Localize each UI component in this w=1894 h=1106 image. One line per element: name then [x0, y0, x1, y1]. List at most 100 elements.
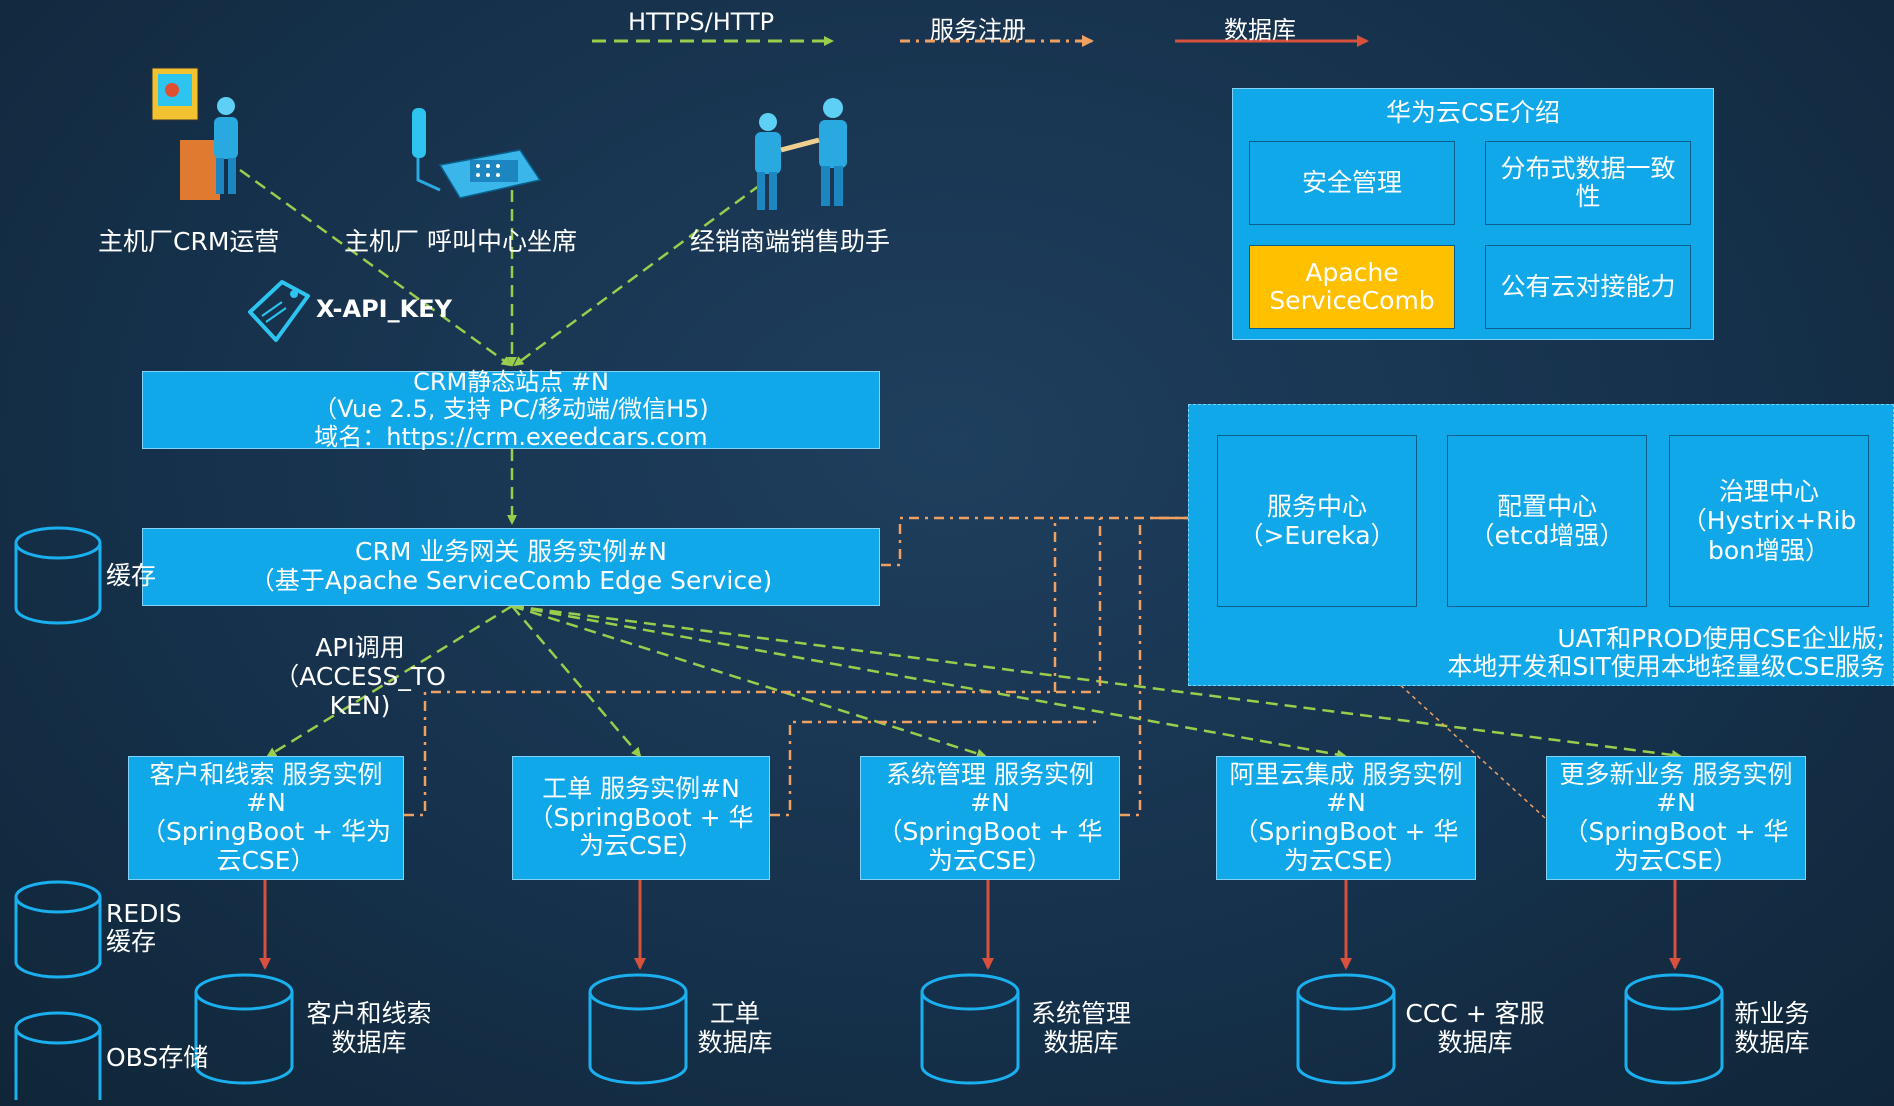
db-label-line1: 新业务	[1734, 999, 1810, 1028]
cylinders	[14, 526, 1724, 1100]
redis-label-1: REDIS	[106, 899, 182, 928]
service-box-new-business: 更多新业务 服务实例 #N （SpringBoot + 华 为云CSE）	[1546, 756, 1806, 880]
db-label-line1: CCC + 客服	[1405, 999, 1545, 1028]
crm-static-site-box: CRM静态站点 #N （Vue 2.5, 支持 PC/移动端/微信H5) 域名：…	[142, 367, 880, 451]
gov-center-line3: bon增强）	[1707, 535, 1830, 565]
cache-cylinder-icon	[14, 526, 102, 625]
crm-gateway-box: CRM 业务网关 服务实例#N （基于Apache ServiceComb Ed…	[142, 528, 880, 606]
service-line2: #N	[1326, 788, 1366, 818]
db-label-line2: 数据库	[697, 1027, 773, 1057]
cache-label: 缓存	[106, 561, 157, 590]
service-line1: 工单 服务实例#N	[542, 773, 740, 803]
db-label-line1: 工单	[709, 999, 760, 1028]
governance-center-box: 治理中心 （Hystrix+Rib bon增强）	[1669, 435, 1869, 607]
config-center-line2: （etcd增强）	[1469, 521, 1625, 550]
service-line3: （SpringBoot + 华为	[140, 817, 392, 846]
cse-apache-box: Apache ServiceComb	[1249, 245, 1455, 329]
cse-intro-title: 华为云CSE介绍	[1385, 98, 1561, 127]
gov-center-line2: （Hystrix+Rib	[1681, 506, 1857, 536]
config-center-line1: 配置中心	[1496, 491, 1597, 521]
service-box-aliyun: 阿里云集成 服务实例 #N （SpringBoot + 华 为云CSE）	[1216, 756, 1476, 880]
service-line2: #N	[1656, 788, 1696, 818]
service-line4: 为云CSE）	[1283, 845, 1409, 875]
service-line2: #N	[970, 788, 1010, 818]
service-line1: 客户和线索 服务实例	[149, 759, 383, 789]
service-line4: 为云CSE）	[927, 845, 1053, 875]
service-line3: （SpringBoot + 华	[1233, 817, 1459, 846]
service-center-line1: 服务中心	[1266, 491, 1367, 521]
legend-register-label: 服务注册	[930, 16, 1026, 44]
service-box-sysadmin: 系统管理 服务实例 #N （SpringBoot + 华 为云CSE）	[860, 756, 1120, 880]
db-label-ccc: CCC + 客服 数据库	[1400, 999, 1550, 1058]
flow-gw-svc3	[511, 604, 987, 759]
actor-call-center-label: 主机厂 呼叫中心坐席	[344, 227, 577, 256]
db-label-customer: 客户和线索 数据库	[296, 999, 442, 1058]
service-line4: 为云CSE）	[1613, 845, 1739, 875]
crm-ops-icon	[151, 67, 238, 200]
db-label-sysadmin: 系统管理 数据库	[1022, 999, 1140, 1058]
obs-cylinder-icon	[14, 1011, 102, 1100]
service-box-workorder: 工单 服务实例#N （SpringBoot + 华 为云CSE）	[512, 756, 770, 880]
gateway-line1: CRM 业务网关 服务实例#N	[355, 537, 667, 567]
flow-gw-svc5	[511, 604, 1682, 760]
registry-note: UAT和PROD使用CSE企业版; 本地开发和SIT使用本地轻量级CSE服务	[1447, 625, 1885, 680]
service-line2: （SpringBoot + 华	[528, 802, 754, 832]
db-cylinder-icon-2	[588, 973, 688, 1085]
service-line3: （SpringBoot + 华	[1563, 817, 1789, 846]
service-line2: #N	[246, 788, 286, 818]
static-site-line2: （Vue 2.5, 支持 PC/移动端/微信H5)	[313, 395, 709, 424]
db-label-line1: 系统管理	[1030, 999, 1131, 1028]
db-cylinder-icon-1	[194, 973, 294, 1085]
cse-security-label: 安全管理	[1301, 168, 1402, 197]
actor-crm-ops-label: 主机厂CRM运营	[98, 227, 280, 256]
registry-note-line1: UAT和PROD使用CSE企业版;	[1557, 624, 1885, 653]
flow-dealer	[513, 183, 761, 367]
gov-center-line1: 治理中心	[1718, 476, 1819, 506]
cse-consistency-label: 分布式数据一致性	[1500, 154, 1676, 211]
db-label-new-business: 新业务 数据库	[1726, 999, 1818, 1058]
service-center-box: 服务中心 （>Eureka）	[1217, 435, 1417, 607]
legend-db-label: 数据库	[1224, 16, 1296, 44]
db-label-line2: 数据库	[331, 1027, 407, 1057]
static-site-line1: CRM静态站点 #N	[413, 367, 609, 396]
cse-public-cloud-label: 公有云对接能力	[1500, 272, 1676, 301]
flow-gw-svc2	[511, 605, 642, 758]
obs-label: OBS存储	[106, 1043, 209, 1072]
service-box-customer: 客户和线索 服务实例 #N （SpringBoot + 华为 云CSE）	[128, 756, 404, 880]
db-cylinder-icon-3	[920, 973, 1020, 1085]
cse-registry-panel: 服务中心 （>Eureka） 配置中心 （etcd增强） 治理中心 （Hystr…	[1188, 404, 1894, 686]
cse-apache-line2: ServiceComb	[1269, 286, 1435, 315]
registry-note-line2: 本地开发和SIT使用本地轻量级CSE服务	[1447, 651, 1885, 681]
db-cylinder-icon-4	[1296, 973, 1396, 1085]
legend-https-label: HTTPS/HTTP	[628, 8, 775, 36]
db-label-line2: 数据库	[1437, 1027, 1513, 1057]
service-line1: 系统管理 服务实例	[886, 759, 1094, 789]
db-label-line2: 数据库	[1043, 1027, 1119, 1057]
static-site-line3: 域名：https://crm.exeedcars.com	[314, 422, 708, 451]
call-center-icon	[412, 108, 542, 199]
actor-dealer-label: 经销商端销售助手	[690, 227, 891, 256]
flow-gw-svc4	[511, 604, 1347, 760]
api-call-line2: （ACCESS_TO	[274, 661, 446, 691]
api-call-label: API调用 （ACCESS_TO KEN)	[270, 633, 450, 720]
cse-intro-panel: 华为云CSE介绍 安全管理 分布式数据一致性 Apache ServiceCom…	[1232, 88, 1714, 340]
service-line1: 更多新业务 服务实例	[1559, 759, 1793, 789]
service-line3: 为云CSE）	[578, 831, 704, 861]
dealer-handshake-icon	[755, 98, 847, 210]
api-key-tag-icon	[248, 280, 310, 342]
service-center-line2: （>Eureka）	[1238, 521, 1396, 550]
cse-security-box: 安全管理	[1249, 141, 1455, 225]
gateway-line2: （基于Apache ServiceComb Edge Service)	[249, 566, 773, 595]
registration-lines	[404, 516, 1210, 817]
service-line3: （SpringBoot + 华	[877, 817, 1103, 846]
redis-label-2: 缓存	[106, 927, 157, 956]
flow-gw-svc1	[266, 604, 513, 758]
api-key-label: X-API_KEY	[316, 295, 452, 323]
redis-cylinder-icon	[14, 880, 102, 979]
service-line1: 阿里云集成 服务实例	[1229, 759, 1463, 789]
api-call-line1: API调用	[315, 633, 405, 662]
db-cylinder-icon-5	[1624, 973, 1724, 1085]
db-label-workorder: 工单 数据库	[690, 999, 780, 1058]
api-call-line3: KEN)	[329, 690, 391, 720]
